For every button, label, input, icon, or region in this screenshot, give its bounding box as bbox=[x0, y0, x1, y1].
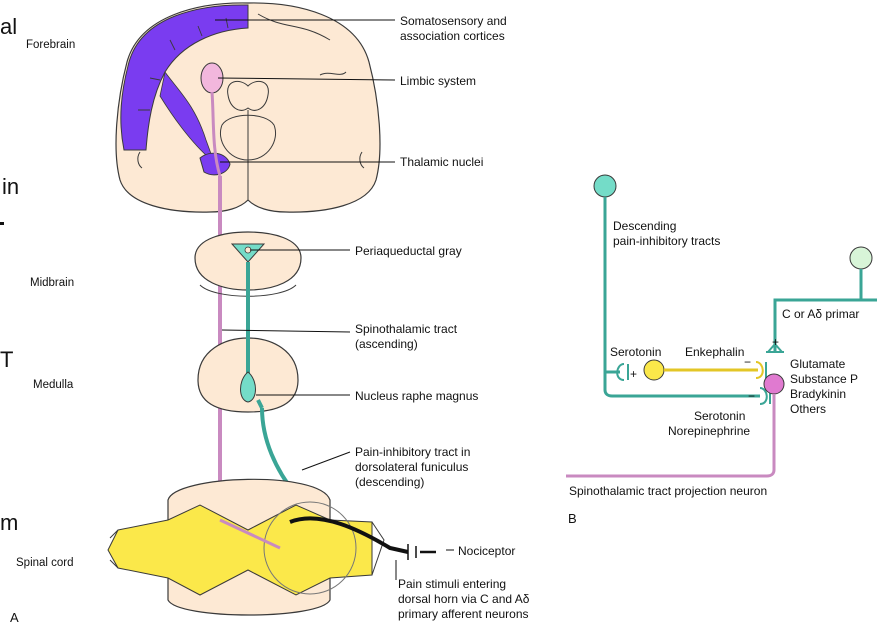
label-pain-inhibitory-2: dorsolateral funiculus bbox=[355, 460, 468, 474]
minus-sign-1: − bbox=[744, 355, 751, 369]
cutoff-text-1: al bbox=[0, 14, 17, 39]
label-somatosensory-1: Somatosensory and bbox=[400, 14, 507, 28]
label-pain-stimuli-2: dorsal horn via C and Aδ bbox=[398, 592, 530, 606]
label-substance-p: Substance P bbox=[790, 372, 858, 386]
label-others: Others bbox=[790, 402, 826, 416]
spinal-cord-section bbox=[108, 479, 436, 615]
plus-sign-2: + bbox=[772, 335, 779, 349]
primary-afferent-soma bbox=[850, 247, 872, 269]
label-spinothalamic-2: (ascending) bbox=[355, 337, 418, 351]
label-norepinephrine: Norepinephrine bbox=[668, 424, 750, 438]
label-glutamate: Glutamate bbox=[790, 357, 846, 371]
forebrain-section bbox=[116, 3, 380, 212]
label-pain-stimuli-3: primary afferent neurons bbox=[398, 607, 529, 621]
label-enkephalin: Enkephalin bbox=[685, 345, 744, 359]
label-serotonin-bottom: Serotonin bbox=[694, 409, 745, 423]
label-somatosensory-2: association cortices bbox=[400, 29, 505, 43]
svg-text:Somatosensory and: Somatosensory and bbox=[400, 14, 507, 28]
label-forebrain: Forebrain bbox=[26, 39, 75, 51]
enkephalin-interneuron bbox=[644, 360, 664, 380]
label-spinothalamic-1: Spinothalamic tract bbox=[355, 322, 458, 336]
cutoff-text-4: m bbox=[0, 510, 18, 535]
svg-text:association cortices: association cortices bbox=[400, 29, 505, 43]
label-medulla: Medulla bbox=[33, 379, 74, 391]
panel-b-letter: B bbox=[568, 511, 577, 526]
label-spinal-cord: Spinal cord bbox=[16, 557, 74, 569]
plus-sign-1: + bbox=[630, 367, 637, 381]
label-thalamic-nuclei: Thalamic nuclei bbox=[400, 155, 483, 169]
label-midbrain: Midbrain bbox=[30, 277, 74, 289]
minus-sign-2: − bbox=[748, 389, 755, 403]
descending-neuron-soma bbox=[594, 175, 616, 197]
cutoff-dot bbox=[0, 222, 4, 225]
cutoff-text-2: in bbox=[2, 174, 19, 199]
label-limbic-system: Limbic system bbox=[400, 74, 476, 88]
label-bradykinin: Bradykinin bbox=[790, 387, 846, 401]
label-projection-neuron: Spinothalamic tract projection neuron bbox=[569, 484, 767, 498]
cutoff-text-3: T bbox=[0, 347, 13, 372]
label-pain-inhibitory-3: (descending) bbox=[355, 475, 424, 489]
projection-neuron-soma bbox=[764, 374, 784, 394]
label-pain-stimuli-1: Pain stimuli entering bbox=[398, 577, 506, 591]
label-periaqueductal-gray: Periaqueductal gray bbox=[355, 244, 462, 258]
label-serotonin-top: Serotonin bbox=[610, 345, 661, 359]
serotonin-terminal-1 bbox=[617, 364, 624, 380]
panel-a-letter: A bbox=[10, 610, 19, 625]
label-nociceptor: Nociceptor bbox=[458, 544, 515, 558]
label-descending-2: pain-inhibitory tracts bbox=[613, 234, 720, 248]
label-nucleus-raphe-magnus: Nucleus raphe magnus bbox=[355, 389, 478, 403]
label-pain-inhibitory-1: Pain-inhibitory tract in bbox=[355, 445, 470, 459]
label-c-or-a-primary: C or Aδ primar bbox=[782, 307, 859, 321]
label-descending-1: Descending bbox=[613, 219, 676, 233]
